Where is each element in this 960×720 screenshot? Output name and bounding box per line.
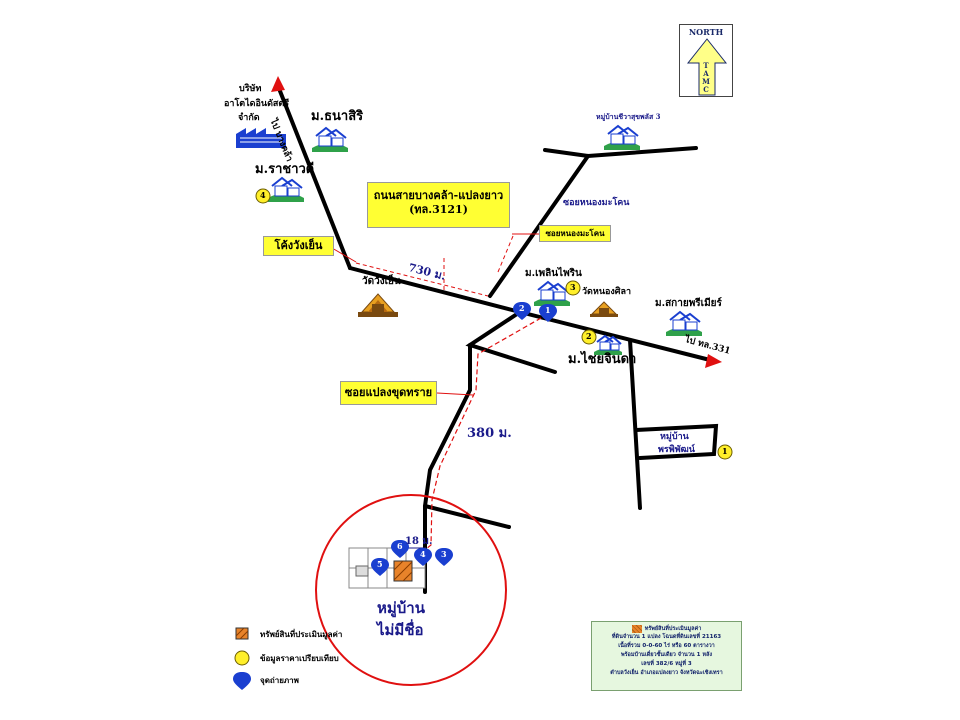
soi-east-branch bbox=[423, 504, 511, 529]
legend-subject-text: ทรัพย์สินที่ประเมินมูลค่า bbox=[260, 629, 343, 639]
comparable-marker-3 bbox=[565, 280, 581, 296]
comparable-label-2: 2 bbox=[586, 331, 592, 341]
photo-label-4: 4 bbox=[420, 549, 426, 559]
no-name-village-label-1: หมู่บ้าน bbox=[377, 599, 425, 617]
photo-pin-5 bbox=[371, 558, 389, 576]
info-line-5: ตำบลวังเย็น อำเภอแปลงยาว จังหวัดฉะเชิงเท… bbox=[610, 670, 723, 676]
temple-icon bbox=[590, 301, 618, 317]
info-subject-swatch bbox=[631, 625, 642, 633]
phloenphrin-label: ม.เพลินไพริน bbox=[525, 268, 582, 279]
soi-plaeng-khut-sai-callout: ซอยแปลงขุดทราย bbox=[340, 381, 437, 405]
info-line-3: พร้อมบ้านเดี่ยวชั้นเดียว จำนวน 1 หลัง bbox=[620, 652, 713, 658]
distance-380m: 380 ม. bbox=[467, 426, 512, 441]
khong-wang-yen-callout: โค้งวังเย็น bbox=[263, 236, 334, 256]
main-road-name: ถนนสายบางคล้า-แปลงยาว bbox=[373, 189, 504, 202]
no-name-village-label-2: ไม่มีชื่อ bbox=[377, 621, 424, 639]
main-road-callout: ถนนสายบางคล้า-แปลงยาว (ทล.3121) bbox=[367, 182, 510, 228]
chiwasukhalai-label: หมู่บ้านชีวาสุขพลัส 3 bbox=[596, 112, 661, 121]
route-dashed-line bbox=[405, 313, 549, 566]
wat-wang-yen-label: วัดวังเย็น bbox=[362, 276, 401, 287]
soi-nong-makhon-callout: ซอยหนองมะโคน bbox=[539, 225, 611, 242]
temple-icon bbox=[358, 293, 398, 317]
north-arrow-icon bbox=[686, 38, 728, 96]
road-to-bangkla bbox=[276, 84, 352, 270]
info-title: ทรัพย์สินที่ประเมินมูลค่า bbox=[644, 626, 702, 632]
house-icon bbox=[268, 176, 304, 202]
north-arrow: NORTH T A M C bbox=[679, 24, 733, 97]
wat-nong-sila-label: วัดหนองศิลา bbox=[582, 287, 632, 297]
house-icon bbox=[594, 334, 622, 355]
photo-label-1: 1 bbox=[545, 305, 551, 315]
legend: ทรัพย์สินที่ประเมินมูลค่า ข้อมูลราคาเปรี… bbox=[232, 624, 392, 688]
property-info-box: ทรัพย์สินที่ประเมินมูลค่า ที่ดินจำนวน 1 … bbox=[591, 621, 742, 691]
north-letter-c: C bbox=[703, 85, 709, 94]
road-phruksa-loop bbox=[634, 423, 719, 460]
company-label-3: จำกัด bbox=[238, 113, 260, 123]
legend-subject-hatch bbox=[235, 627, 249, 640]
comparable-marker-4 bbox=[255, 188, 271, 204]
main-road-tl3121 bbox=[348, 266, 712, 362]
phruksa-label-1: หมู่บ้าน bbox=[660, 432, 689, 442]
photo-pin-2 bbox=[513, 302, 531, 320]
comparable-marker-1 bbox=[717, 444, 733, 460]
thanasiri-label: ม.ธนาสิริ bbox=[311, 109, 364, 124]
house-icon bbox=[312, 126, 348, 152]
dimension-730m bbox=[355, 235, 514, 297]
info-line-2: เนื้อที่รวม 0-0-60 ไร่ หรือ 60 ตารางวา bbox=[618, 643, 715, 649]
house-icon bbox=[666, 310, 702, 336]
soi-nong-makhon-label: ซอยหนองมะโคน bbox=[563, 198, 630, 208]
photo-label-3: 3 bbox=[441, 549, 447, 559]
road-chiwasukhalai bbox=[543, 146, 698, 159]
legend-comparable-text: ข้อมูลราคาเปรียบเทียบ bbox=[260, 653, 339, 663]
soi-plaeng-khut-sai bbox=[465, 310, 557, 374]
north-label: NORTH bbox=[688, 27, 724, 37]
house-icon bbox=[534, 280, 570, 306]
phruksa-label-2: พรพิพัฒน์ bbox=[658, 445, 695, 455]
photo-label-6: 6 bbox=[397, 541, 403, 551]
factory-icon bbox=[236, 128, 286, 148]
arrow-to-bangkla bbox=[271, 76, 285, 92]
soi-south bbox=[423, 343, 472, 594]
photo-label-2: 2 bbox=[519, 303, 525, 313]
chaiyanda-label: ม.ไชยจินดา bbox=[568, 352, 637, 367]
north-letter-a: A bbox=[703, 69, 709, 78]
house-icon bbox=[604, 124, 640, 150]
company-label-2: อาโตไดอินดัสตรี bbox=[224, 99, 290, 109]
company-label-1: บริษัท bbox=[239, 84, 262, 94]
legend-photo-text: จุดถ่ายภาพ bbox=[260, 675, 299, 685]
photo-pins bbox=[371, 302, 557, 576]
north-letter-t: T bbox=[703, 61, 709, 70]
comparable-label-4: 4 bbox=[260, 190, 266, 200]
photo-pin-6 bbox=[391, 540, 409, 558]
rachawadi-label: ม.ราชาวดี bbox=[255, 162, 315, 177]
legend-subject-swatch bbox=[235, 627, 249, 640]
distance-18m: 18 ม. bbox=[405, 536, 433, 547]
subject-hatch bbox=[393, 560, 413, 582]
sakai-pri-label: ม.สกายพรีเมียร์ bbox=[655, 298, 722, 309]
roads bbox=[276, 84, 719, 594]
photo-pin-4 bbox=[414, 548, 432, 566]
subject-area-circle bbox=[315, 494, 507, 686]
legend-comparable-swatch bbox=[234, 650, 250, 666]
comparable-label-3: 3 bbox=[570, 282, 576, 292]
comparable-marker-2 bbox=[581, 329, 597, 345]
comparable-label-1: 1 bbox=[722, 446, 728, 456]
legend-photo-swatch bbox=[233, 672, 251, 690]
callout-leaders bbox=[331, 233, 540, 396]
road-phruksa bbox=[628, 338, 642, 510]
north-letter-m: M bbox=[702, 77, 710, 86]
main-road-code: (ทล.3121) bbox=[409, 202, 468, 216]
info-line-1: ที่ดินจำนวน 1 แปลง โฉนดที่ดินเลขที่ 2116… bbox=[611, 634, 722, 640]
photo-pin-3 bbox=[435, 548, 453, 566]
arrow-to-tl331 bbox=[705, 354, 722, 368]
photo-pin-1 bbox=[539, 304, 557, 322]
comparable-markers bbox=[255, 188, 733, 460]
photo-label-5: 5 bbox=[377, 559, 383, 569]
info-line-4: เลขที่ 382/6 หมู่ที่ 3 bbox=[641, 661, 692, 667]
